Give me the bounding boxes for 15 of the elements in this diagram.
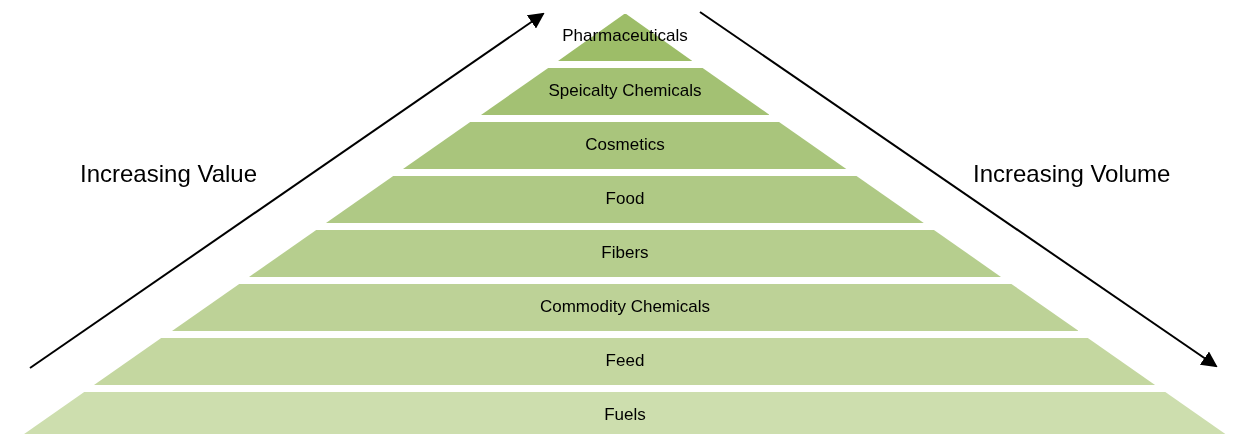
axis-caption: Increasing Value [80,160,257,188]
pyramid-tier [326,176,924,223]
tier-label: Feed [605,351,645,371]
pyramid-tier [403,122,847,169]
tier-label: Commodity Chemicals [539,297,710,317]
pyramid-tier [94,338,1156,385]
tier-label: Fibers [601,243,649,263]
tier-label: Cosmetics [585,135,665,155]
pyramid-tier [171,284,1079,331]
tier-label: Speicalty Chemicals [548,81,702,101]
pyramid-tier [248,230,1002,277]
tier-label: Fuels [604,405,646,425]
pyramid-tier [480,68,770,115]
tier-label: Food [605,189,645,209]
axis-caption: Increasing Volume [973,160,1171,188]
